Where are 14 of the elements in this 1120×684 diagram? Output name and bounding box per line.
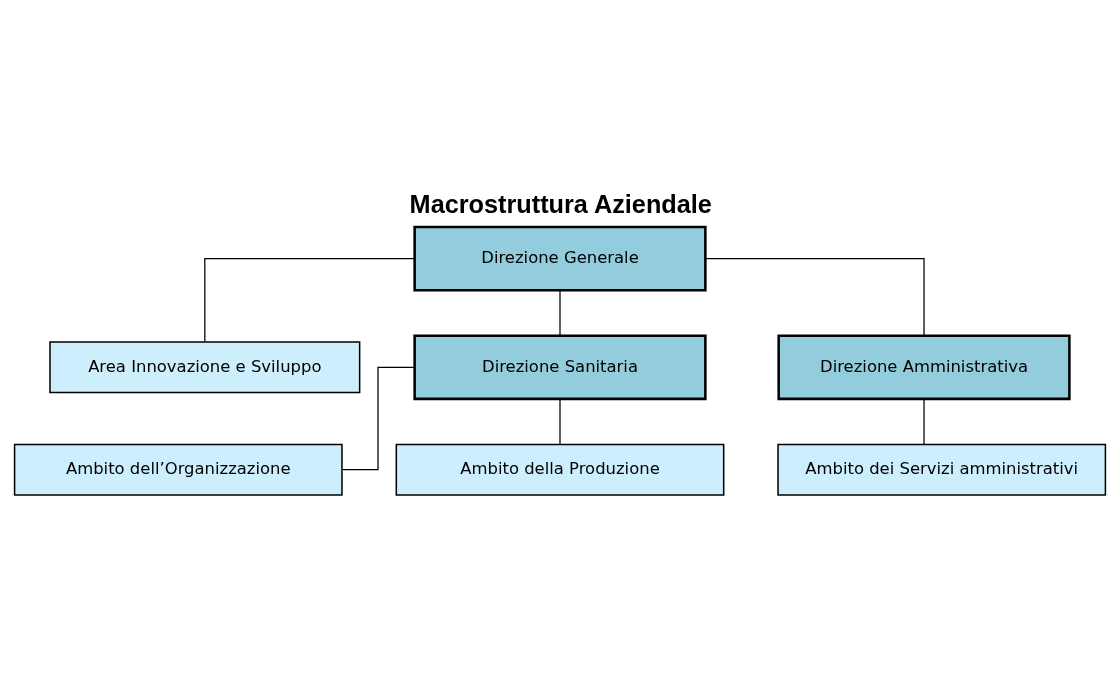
diagram-title: Macrostruttura Aziendale <box>409 190 712 219</box>
node-box: Direzione Generale <box>413 225 707 292</box>
node-box: Area Innovazione e Sviluppo <box>49 341 361 394</box>
node-box: Ambito dell’Organizzazione <box>13 443 343 496</box>
connector <box>559 398 561 445</box>
node-box: Ambito dei Servizi amministrativi <box>777 443 1107 496</box>
connector <box>704 257 925 336</box>
node-box: Direzione Amministrativa <box>777 334 1071 401</box>
node-box: Direzione Sanitaria <box>413 334 707 401</box>
node-box: Ambito della Produzione <box>395 443 725 496</box>
connector <box>923 398 925 445</box>
connector <box>204 257 416 343</box>
connector <box>341 366 415 471</box>
connector <box>559 290 561 337</box>
